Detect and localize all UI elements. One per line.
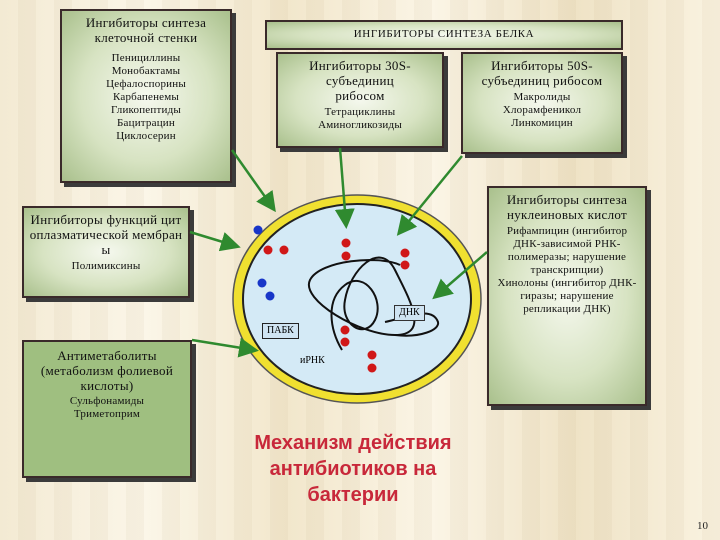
list-item: Триметоприм (73, 408, 141, 420)
list-item: Монобактамы (111, 65, 181, 77)
list-item: Полимиксины (71, 260, 141, 272)
protein-header-text: ИНГИБИТОРЫ СИНТЕЗА БЕЛКА (353, 28, 535, 40)
list-item: Пенициллины (111, 52, 181, 64)
protein-synthesis-header: ИНГИБИТОРЫ СИНТЕЗА БЕЛКА (265, 20, 623, 50)
antimetabolites-box: Антиметаболиты (метаболизм фолиевой кисл… (22, 340, 192, 478)
dna-label: ДНК (394, 305, 425, 321)
page-number: 10 (697, 520, 708, 532)
list-item: Тетрациклины (324, 106, 396, 118)
cell-wall-inhibitors-box: Ингибиторы синтеза клеточной стенки Пени… (60, 9, 232, 183)
nucleic-acid-inhibitors-box: Ингибиторы синтеза нуклеиновых кислот Ри… (487, 186, 647, 406)
membrane-list: Полимиксины (24, 260, 188, 273)
list-item: Сульфонамиды (69, 395, 145, 407)
paba-label: ПАБК (262, 323, 299, 339)
s30-inhibitors-box: Ингибиторы 30S-субъединиц рибосом Тетрац… (276, 52, 444, 148)
s50-inhibitors-box: Ингибиторы 50S-субъединиц рибосом Макрол… (461, 52, 623, 154)
list-item: Рифампицин (ингибитор ДНК-зависимой РНК-… (506, 225, 628, 276)
list-item: Линкомицин (511, 117, 573, 129)
list-item: Цефалоспорины (106, 78, 186, 90)
list-item: Макролиды (513, 91, 571, 103)
cell-wall-list: Пенициллины Монобактамы Цефалоспорины Ка… (62, 52, 230, 143)
list-item: Карбапенемы (113, 91, 179, 103)
cell-wall-title: Ингибиторы синтеза клеточной стенки (85, 15, 207, 45)
membrane-title: Ингибиторы функций цитоплазматической ме… (29, 212, 183, 257)
antimetabolites-title: Антиметаболиты (метаболизм фолиевой кисл… (40, 348, 174, 393)
diagram-caption: Механизм действия антибиотиков на бактер… (254, 432, 452, 506)
list-item: Хинолоны (ингибитор ДНК-гиразы; нарушени… (497, 277, 637, 315)
nucleic-list: Рифампицин (ингибитор ДНК-зависимой РНК-… (489, 225, 645, 316)
s30-title: Ингибиторы 30S-субъединиц рибосом (309, 58, 411, 103)
membrane-inhibitors-box: Ингибиторы функций цитоплазматической ме… (22, 206, 190, 298)
list-item: Гликопептиды (111, 104, 181, 116)
antimetabolites-list: Сульфонамиды Триметоприм (24, 395, 190, 421)
list-item: Хлорамфеникол (502, 104, 582, 116)
s30-list: Тетрациклины Аминогликозиды (278, 106, 442, 132)
mrna-label: иРНК (300, 355, 325, 366)
list-item: Бацитрацин (117, 117, 175, 129)
s50-title: Ингибиторы 50S-субъединиц рибосом (481, 58, 603, 88)
list-item: Аминогликозиды (318, 119, 402, 131)
nucleic-title: Ингибиторы синтеза нуклеиновых кислот (506, 192, 628, 222)
list-item: Циклосерин (116, 130, 176, 142)
s50-list: Макролиды Хлорамфеникол Линкомицин (463, 91, 621, 130)
